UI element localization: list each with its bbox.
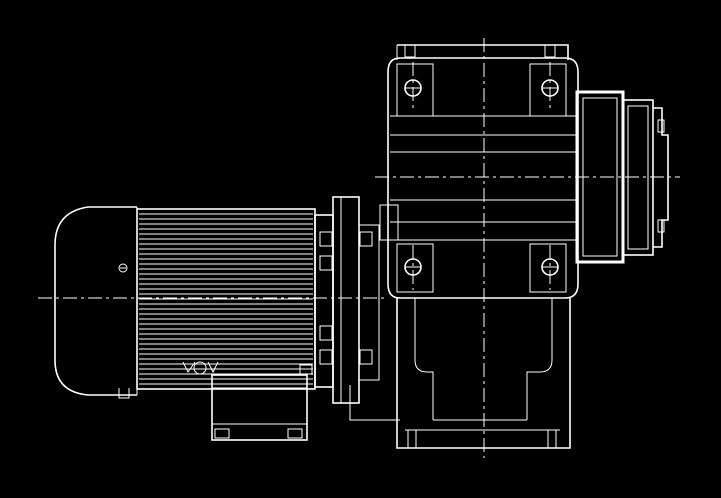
motor-end-cover — [54, 206, 138, 399]
screw-icon — [118, 263, 128, 273]
coupling-flange — [314, 196, 400, 421]
terminal-box — [211, 364, 313, 441]
bolt-icon — [319, 349, 333, 365]
output-shaft-hub — [575, 90, 669, 264]
bolt-icon — [319, 231, 333, 247]
bolt-icon — [359, 231, 373, 247]
motor-cooling-fins — [136, 208, 316, 390]
bolt-icon — [359, 349, 373, 365]
bolt-icon — [319, 325, 333, 341]
bolt-icon — [319, 255, 333, 271]
center-lines — [38, 38, 680, 458]
gearbox-housing — [387, 44, 579, 449]
